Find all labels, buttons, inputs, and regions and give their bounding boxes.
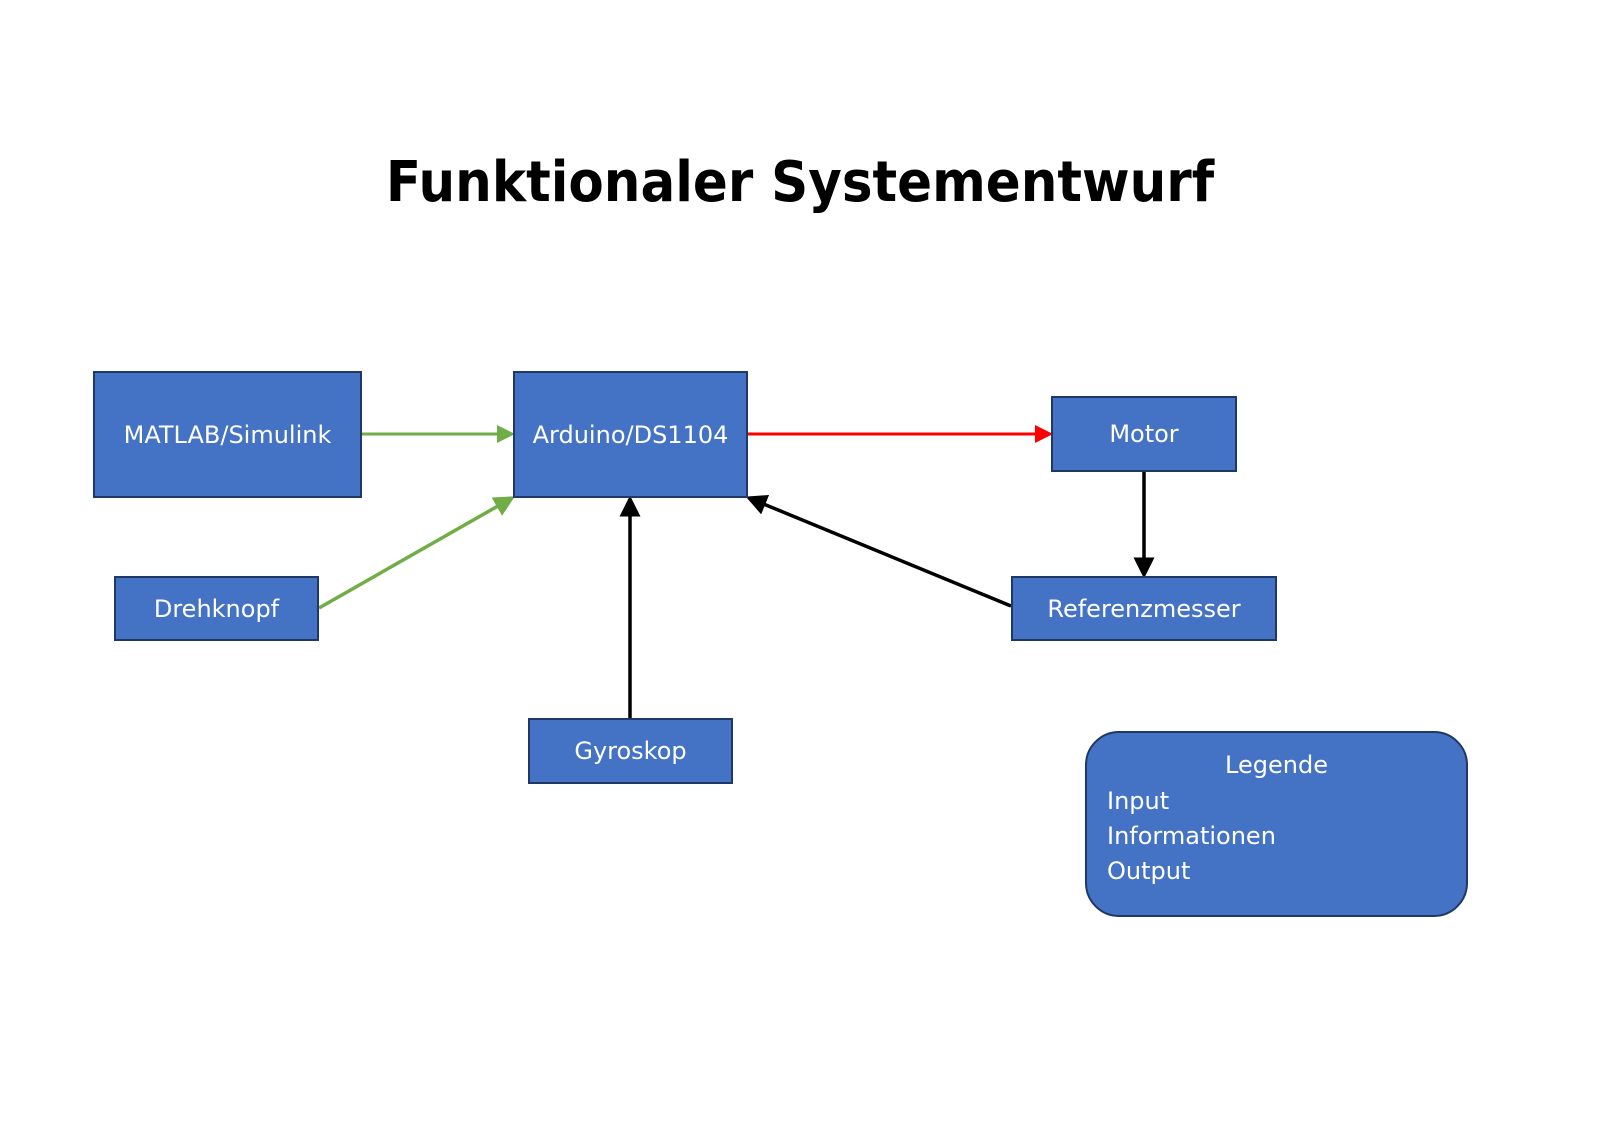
legend-label-input: Input (1107, 787, 1170, 815)
node-label: Motor (1109, 420, 1179, 448)
legend-box: Legende Input Informationen Output (1085, 731, 1468, 917)
node-motor[interactable]: Motor (1051, 396, 1237, 472)
legend-label-output: Output (1107, 857, 1191, 885)
legend-label-information: Informationen (1107, 822, 1276, 850)
node-label: Gyroskop (574, 737, 687, 765)
edge-drehknopf-to-arduino (318, 496, 516, 610)
node-label: Referenzmesser (1047, 594, 1241, 623)
node-arduino-ds1104[interactable]: Arduino/DS1104 (513, 371, 748, 498)
node-drehknopf[interactable]: Drehknopf (114, 576, 319, 641)
node-label: Drehknopf (153, 594, 280, 623)
node-label: Arduino/DS1104 (532, 420, 729, 449)
node-gyroskop[interactable]: Gyroskop (528, 718, 733, 784)
node-matlab-simulink[interactable]: MATLAB/Simulink (93, 371, 362, 498)
edge-referenzmesser-to-arduino (745, 494, 1012, 608)
diagram-title: Funktionaler Systementwurf (385, 150, 1215, 215)
node-label: MATLAB/Simulink (123, 420, 332, 449)
legend-title: Legende (1225, 751, 1328, 779)
node-referenzmesser[interactable]: Referenzmesser (1011, 576, 1277, 641)
